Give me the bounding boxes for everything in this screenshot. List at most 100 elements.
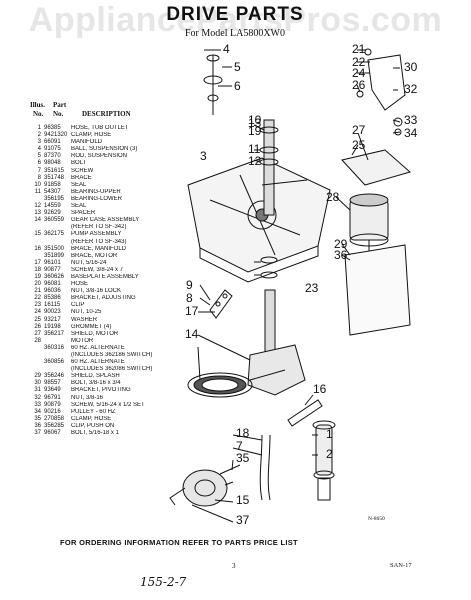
parts-illus-number: 27: [34, 330, 41, 337]
parts-illus-number: 35: [34, 415, 41, 422]
parts-description: (INCLUDES 362086 SWITCH): [71, 366, 153, 373]
parts-illus-number: 2: [37, 132, 41, 139]
parts-description: ROD, SUSPENSION: [71, 153, 128, 160]
parts-description: CLIP, PUSH ON: [71, 422, 115, 429]
parts-part-number: 85386: [44, 295, 61, 302]
parts-illus-number: 36: [34, 422, 41, 429]
parts-row: (INCLUDES 362186 SWITCH): [30, 352, 178, 359]
table-header-illus: Illus.: [30, 101, 45, 109]
parts-illus-number: 30: [34, 380, 41, 387]
callout-30: 30: [404, 60, 418, 74]
parts-description: 60 HZ. ALTERNATE: [71, 344, 125, 351]
parts-description: MOTOR: [71, 337, 94, 344]
callout-3: 3: [200, 149, 207, 163]
parts-part-number: 91858: [44, 181, 61, 188]
parts-illus-number: 31: [34, 387, 41, 394]
parts-description: GROMMET (4): [71, 323, 112, 330]
parts-row: 356195 BEARING-LOWER: [30, 196, 178, 203]
callout-17: 17: [185, 304, 199, 318]
parts-description: BASEPLATE ASSEMBLY: [71, 273, 139, 280]
parts-description: HOSE, TUB OUTLET: [71, 125, 129, 131]
parts-description: BEARING-LOWER: [71, 195, 123, 202]
watermark: AppliancePartsPros.com: [28, 1, 443, 39]
callout-25: 25: [352, 138, 366, 152]
parts-part-number: 356246: [44, 373, 65, 380]
parts-description: PUMP ASSEMBLY: [71, 231, 122, 238]
callout-15: 15: [236, 493, 250, 507]
parts-description: BOLT, 3/8-16 x 3/4: [71, 380, 121, 387]
callout-34: 34: [404, 126, 418, 140]
parts-description: CLAMP, HOSE: [71, 132, 112, 139]
parts-illus-number: 6: [37, 160, 41, 167]
parts-illus-number: 10: [34, 181, 41, 188]
parts-part-number: 360559: [44, 217, 65, 224]
parts-part-number: 270858: [44, 415, 65, 422]
parts-illus-number: 18: [34, 266, 41, 273]
parts-description: HOSE: [71, 281, 89, 288]
parts-description: SCREW: [71, 167, 94, 174]
parts-description: BRACE, MANIFOLD: [71, 245, 127, 252]
parts-description: SCREW, 3/8-24 x 7: [71, 266, 124, 273]
callout-11: 11: [248, 142, 261, 156]
callout-23: 23: [305, 281, 319, 295]
parts-illus-number: 12: [34, 203, 41, 210]
parts-part-number: 93217: [44, 316, 61, 323]
parts-part-number: 92629: [44, 210, 61, 217]
parts-part-number: 351500: [44, 245, 65, 252]
callout-18: 18: [236, 426, 250, 440]
parts-description: BOLT: [71, 160, 87, 167]
callout-26: 26: [352, 78, 366, 92]
parts-row: (REFER TO SF-343): [30, 239, 178, 246]
parts-part-number: 87370: [44, 153, 61, 160]
parts-description: (INCLUDES 362186 SWITCH): [71, 352, 153, 358]
parts-illus-number: 28: [34, 337, 41, 344]
document-code: SAN-17: [390, 562, 412, 569]
parts-illus-number: 14: [34, 217, 41, 224]
parts-description: GEAR CASE ASSEMBLY: [71, 217, 140, 224]
parts-description: BRACKET, ADJUSTING: [71, 295, 136, 302]
parts-part-number: 90877: [44, 266, 61, 273]
parts-description: SPACER: [71, 210, 96, 217]
callout-4: 4: [223, 42, 230, 56]
callout-35: 35: [236, 451, 250, 465]
parts-description: BRACE, MOTOR: [71, 252, 118, 259]
callout-37: 37: [236, 513, 250, 527]
parts-illus-number: 3: [37, 139, 41, 146]
callout-19: 19: [248, 124, 262, 138]
parts-illus-number: 24: [34, 309, 41, 316]
parts-part-number: 356195: [44, 195, 65, 202]
table-header-part-no: No.: [53, 110, 64, 118]
callout-27: 27: [352, 123, 366, 137]
parts-description: (REFER TO SF-342): [71, 224, 127, 231]
parts-illus-number: 21: [34, 288, 41, 295]
parts-part-number: 96081: [44, 281, 61, 288]
parts-part-number: 96067: [44, 430, 61, 437]
callout-22: 22: [352, 55, 366, 69]
page-number: 3: [232, 562, 236, 570]
parts-part-number: 16115: [44, 302, 61, 309]
parts-description: BOLT, 5/16-18 x 1: [71, 430, 119, 437]
parts-description: SHIELD, SPLASH: [71, 373, 120, 380]
parts-description: SCREW, 5/16-24 x 1/2 SET: [71, 401, 145, 408]
parts-description: (REFER TO SF-343): [71, 238, 127, 245]
